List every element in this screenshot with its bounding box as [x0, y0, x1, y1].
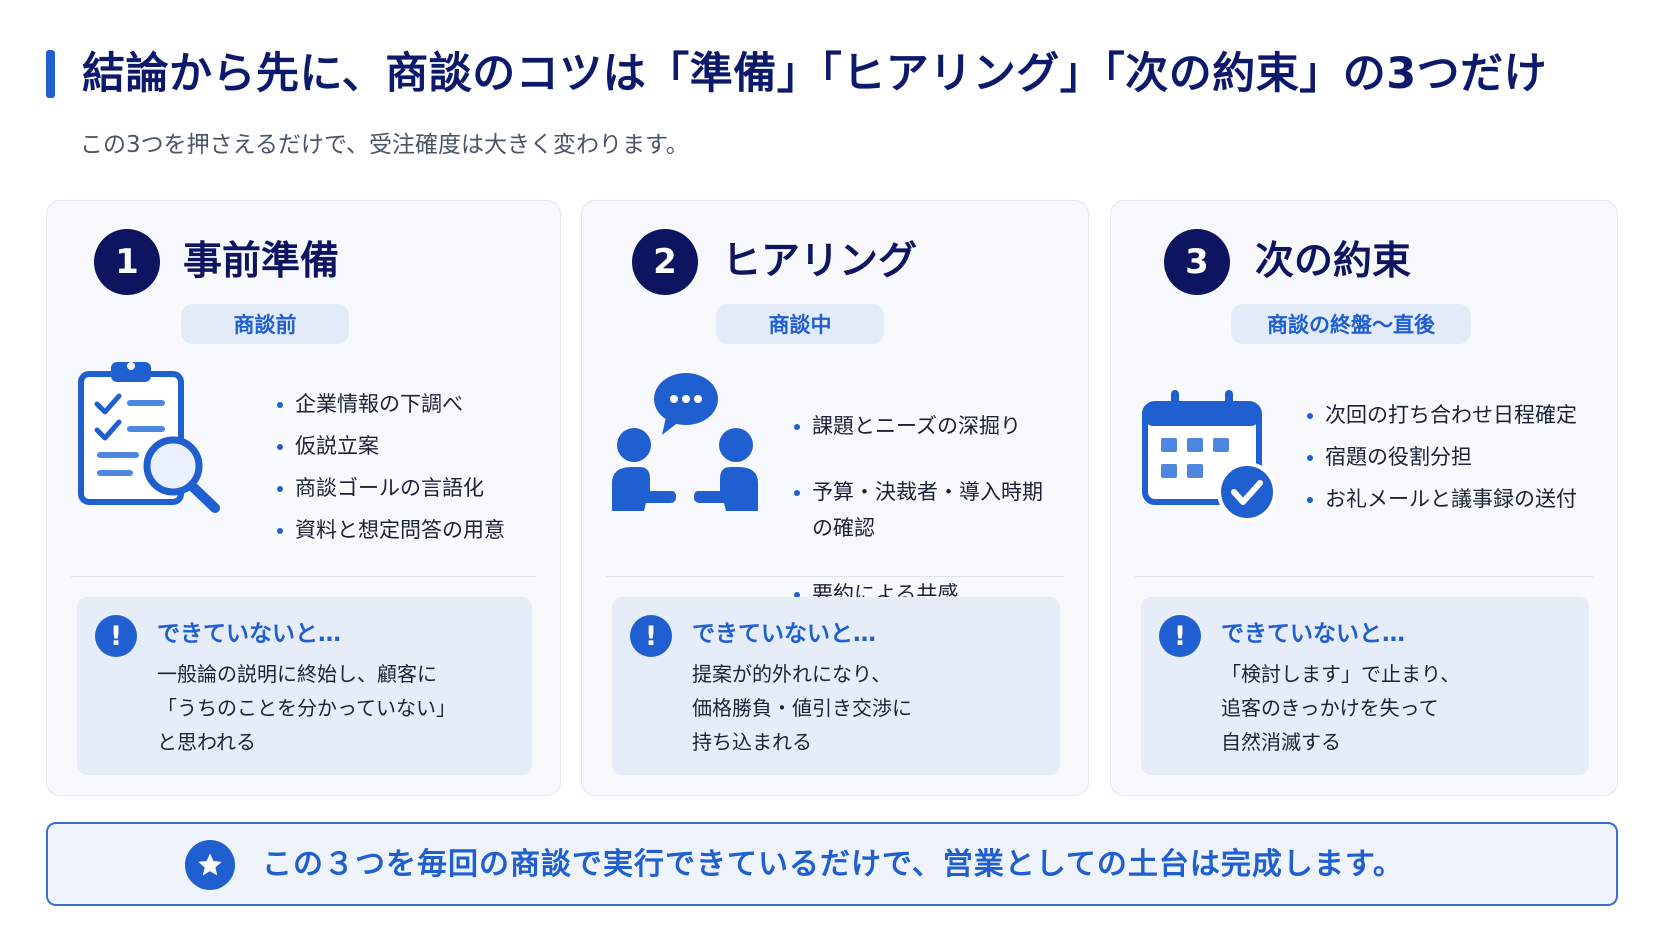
list-item: 宿題の役割分担 [1305, 439, 1605, 475]
card-title: ヒアリング [722, 239, 918, 284]
summary-text: この３つを毎回の商談で実行できているだけで、営業としての土台は完成します。 [262, 847, 1404, 882]
exclamation-icon: ! [1159, 615, 1201, 657]
step-number-badge: 2 [632, 229, 698, 295]
page-subtitle: この3つを押さえるだけで、受注確度は大きく変わります。 [80, 132, 689, 158]
warning-box: ! できていないと… 「検討します」で止まり、 追客のきっかけを失って 自然消滅… [1141, 597, 1589, 775]
conversation-people-icon [612, 373, 758, 511]
warning-title: できていないと… [1221, 621, 1405, 647]
list-item: 企業情報の下調べ [275, 386, 545, 422]
list-item: 次回の打ち合わせ日程確定 [1305, 397, 1605, 433]
exclamation-icon: ! [630, 615, 672, 657]
card-next-appointment: 3 次の約束 商談の終盤〜直後 次回の打ち合わせ日程確定 宿題の役割分担 お礼メ… [1110, 200, 1618, 796]
warning-text: 一般論の説明に終始し、顧客に 「うちのことを分かっていない」 と思われる [157, 662, 456, 754]
card-hearing: 2 ヒアリング 商談中 課題とニーズの深掘り 予算・決裁者・導入時期 の確認 要… [581, 200, 1089, 796]
phase-badge: 商談中 [716, 304, 884, 344]
warning-text: 提案が的外れになり、 価格勝負・値引き交渉に 持ち込まれる [692, 662, 912, 754]
warning-text: 「検討します」で止まり、 追客のきっかけを失って 自然消滅する [1221, 662, 1461, 754]
card-title: 次の約束 [1255, 239, 1412, 284]
divider [1135, 576, 1593, 577]
list-item: お礼メールと議事録の送付 [1305, 481, 1605, 517]
clipboard-magnifier-icon [78, 362, 220, 513]
list-item: 商談ゴールの言語化 [275, 470, 545, 506]
exclamation-icon: ! [95, 615, 137, 657]
list-item: 資料と想定問答の用意 [275, 512, 545, 548]
card-preparation: 1 事前準備 商談前 企業情報の下調べ 仮説立案 商談ゴールの言語化 資料と想定… [46, 200, 561, 796]
list-item: 予算・決裁者・導入時期 の確認 [792, 474, 1072, 546]
warning-box: ! できていないと… 提案が的外れになり、 価格勝負・値引き交渉に 持ち込まれる [612, 597, 1060, 775]
star-icon [185, 840, 235, 890]
divider [71, 576, 536, 577]
warning-title: できていないと… [692, 621, 876, 647]
step-number-badge: 3 [1164, 229, 1230, 295]
list-item: 課題とニーズの深掘り [792, 408, 1072, 444]
step-number-badge: 1 [94, 229, 160, 295]
warning-box: ! できていないと… 一般論の説明に終始し、顧客に 「うちのことを分かっていない… [77, 597, 532, 775]
phase-badge: 商談前 [181, 304, 349, 344]
task-list: 次回の打ち合わせ日程確定 宿題の役割分担 お礼メールと議事録の送付 [1305, 397, 1605, 523]
task-list: 課題とニーズの深掘り 予算・決裁者・導入時期 の確認 要約による共感 [792, 384, 1072, 642]
page-title: 結論から先に、商談のコツは「準備」「ヒアリング」「次の約束」の3つだけ [82, 49, 1548, 99]
card-title: 事前準備 [183, 239, 340, 284]
calendar-check-icon [1142, 390, 1277, 522]
summary-banner: この３つを毎回の商談で実行できているだけで、営業としての土台は完成します。 [46, 822, 1618, 906]
divider [606, 576, 1064, 577]
list-item: 仮説立案 [275, 428, 545, 464]
warning-title: できていないと… [157, 621, 341, 647]
phase-badge: 商談の終盤〜直後 [1231, 304, 1471, 344]
title-accent-bar [46, 50, 55, 98]
task-list: 企業情報の下調べ 仮説立案 商談ゴールの言語化 資料と想定問答の用意 [275, 386, 545, 554]
